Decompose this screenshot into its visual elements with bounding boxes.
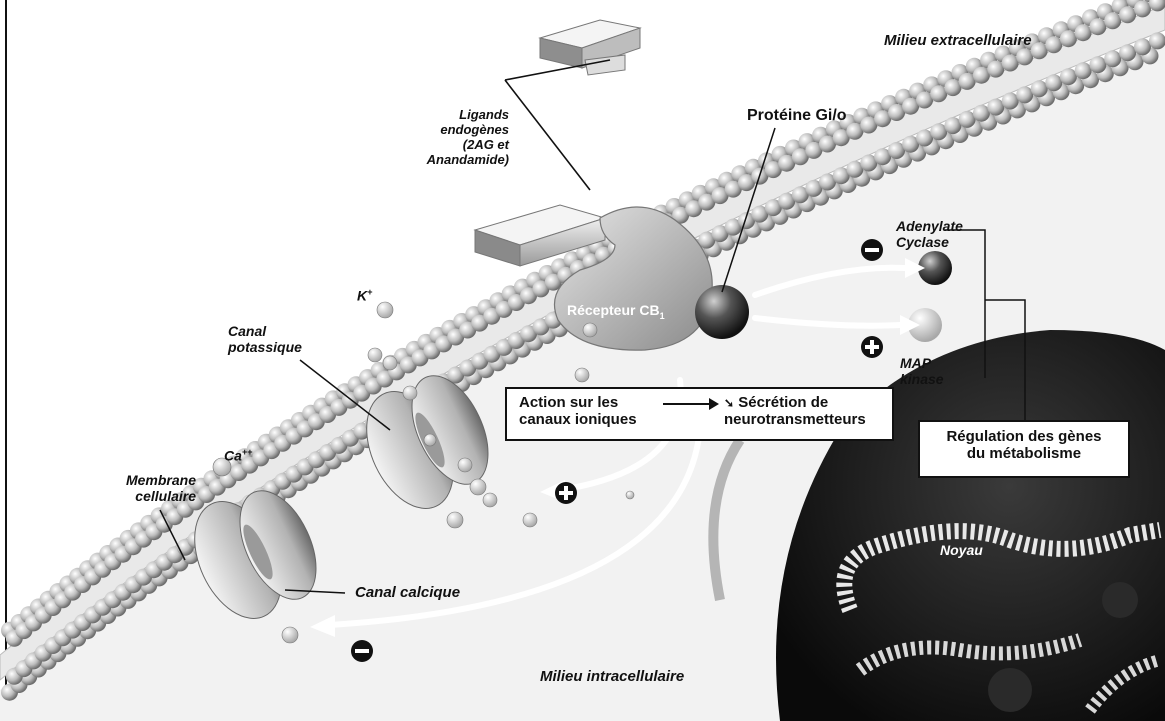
inhibition-sign-calcium — [351, 640, 373, 662]
regulation-box: Régulation des gènes du métabolisme — [918, 420, 1130, 478]
action-box-left-line2: canaux ioniques — [519, 412, 637, 429]
activation-sign-potassium — [555, 482, 577, 504]
lipid-head — [1002, 93, 1019, 110]
label-adenylate-cyclase: Adenylate Cyclase — [896, 218, 963, 250]
inhibition-sign-adenylate — [861, 239, 883, 261]
regulation-line2: du métabolisme — [920, 446, 1128, 463]
activation-sign-map-kinase — [861, 336, 883, 358]
lipid-head — [1119, 44, 1136, 61]
action-box: Action sur les canaux ioniques ➘ Sécréti… — [505, 387, 894, 441]
lipid-head — [1031, 42, 1048, 59]
lipid-head — [1075, 62, 1092, 79]
label-nucleus: Noyau — [940, 542, 983, 558]
lipid-head — [1104, 50, 1121, 67]
label-intracellular: Milieu intracellulaire — [540, 668, 684, 685]
lipid-head — [1060, 68, 1077, 85]
label-calcium-ion: Ca++ — [224, 447, 252, 464]
ligand-molecule-top — [540, 20, 640, 75]
lipid-head — [1104, 12, 1121, 29]
lipid-head — [1134, 0, 1151, 17]
label-potassium-ion: K+ — [357, 287, 372, 304]
lipid-head — [1016, 48, 1033, 65]
action-box-left-line1: Action sur les — [519, 395, 637, 412]
lipid-head — [1060, 30, 1077, 47]
regulation-line1: Régulation des gènes — [920, 429, 1128, 446]
label-extracellular: Milieu extracellulaire — [884, 32, 1032, 49]
lipid-head — [1002, 55, 1019, 72]
lipid-head — [1134, 38, 1151, 55]
lipid-head — [1075, 24, 1092, 41]
label-ligands: Ligands endogènes (2AG et Anandamide) — [424, 108, 509, 168]
label-gio-protein: Protéine Gi/o — [747, 107, 847, 125]
lipid-head — [1031, 80, 1048, 97]
lipid-head — [1045, 36, 1062, 53]
lipid-head — [1089, 56, 1106, 73]
ligand-leader-line — [505, 80, 590, 190]
label-calcium-channel: Canal calcique — [355, 584, 460, 601]
label-map-kinase: MAP kinase — [900, 355, 944, 387]
action-box-right-line1: Sécrétion de — [738, 394, 828, 411]
label-membrane: Membrane cellulaire — [96, 472, 196, 504]
lipid-head — [1045, 74, 1062, 91]
decrease-arrow-glyph: ➘ — [724, 396, 734, 410]
lipid-head — [1119, 6, 1136, 23]
lipid-head — [1149, 0, 1165, 11]
label-potassium-channel: Canal potassique — [228, 323, 302, 355]
lipid-head — [1016, 86, 1033, 103]
label-cb1-receptor: Récepteur CB1 — [567, 302, 665, 321]
gio-protein — [695, 285, 749, 339]
lipid-head — [1089, 18, 1106, 35]
action-box-right-line2: neurotransmetteurs — [724, 412, 866, 429]
